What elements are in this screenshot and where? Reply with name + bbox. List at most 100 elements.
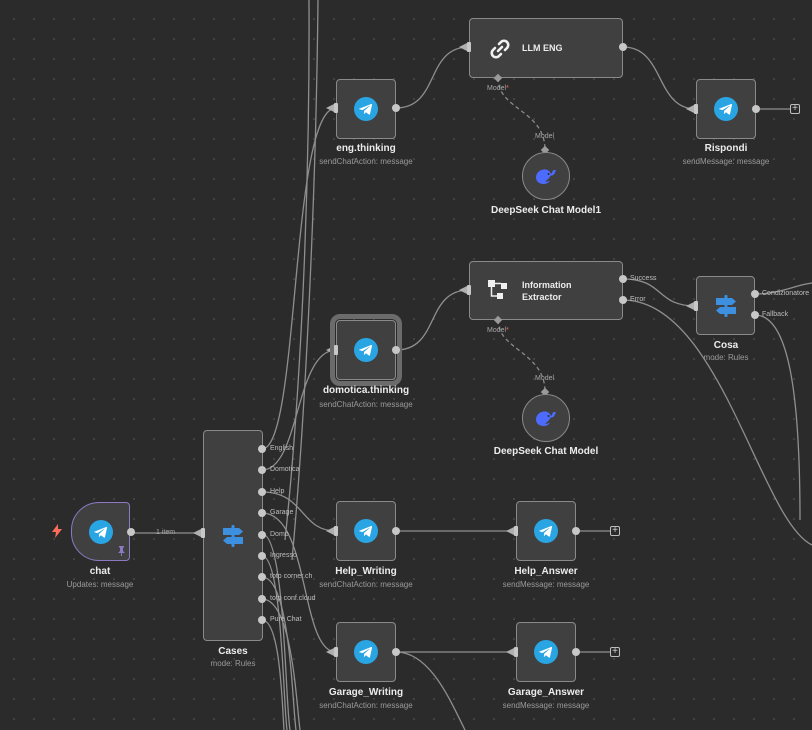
rispondi-input-port[interactable] bbox=[694, 104, 698, 114]
cosa-fallback-label: Fallback bbox=[762, 311, 789, 318]
cosa-input-port[interactable] bbox=[694, 301, 698, 311]
cases-output-port[interactable] bbox=[258, 552, 266, 560]
edge-help-helpwriting bbox=[261, 491, 337, 532]
cosa-condizionatore-port[interactable] bbox=[751, 290, 759, 298]
switch-icon bbox=[715, 294, 736, 317]
garage-answer-add-button[interactable]: + bbox=[610, 647, 620, 657]
help-answer-add-button[interactable]: + bbox=[610, 526, 620, 536]
edge-engthinking-llm bbox=[395, 46, 470, 109]
chat-title: chat bbox=[89, 566, 111, 577]
edge-success-cosa bbox=[622, 278, 697, 307]
garage-answer-output-port[interactable] bbox=[572, 648, 580, 656]
edge-offscreen-1 bbox=[284, 0, 310, 541]
help-answer-node[interactable] bbox=[516, 501, 576, 561]
garage-answer-subtitle: sendMessage: message bbox=[502, 701, 590, 710]
deepseek-node[interactable] bbox=[522, 394, 570, 442]
rispondi-output-port[interactable] bbox=[752, 105, 760, 113]
trigger-bolt-icon bbox=[52, 524, 62, 538]
help-writing-subtitle: sendChatAction: message bbox=[319, 580, 413, 589]
telegram-icon bbox=[88, 519, 113, 544]
edge-english-engthinking bbox=[261, 107, 337, 450]
telegram-icon bbox=[354, 338, 378, 362]
switch-icon bbox=[223, 524, 243, 547]
cosa-condizionatore-label: Condizionatore bbox=[762, 290, 810, 297]
domotica-thinking-input-port[interactable] bbox=[334, 345, 338, 355]
garage-writing-input-port[interactable] bbox=[334, 647, 338, 657]
extractor-success-port[interactable] bbox=[619, 275, 627, 283]
eng-thinking-title: eng.thinking bbox=[336, 143, 396, 154]
cosa-subtitle: mode: Rules bbox=[703, 353, 749, 362]
cases-output-port[interactable] bbox=[258, 616, 266, 624]
extractor-error-port[interactable] bbox=[619, 296, 627, 304]
deepseek-icon bbox=[536, 411, 556, 426]
edge-ingresso-out bbox=[261, 555, 288, 730]
deepseek-input-label: Model bbox=[535, 375, 555, 382]
garage-writing-node[interactable] bbox=[336, 622, 396, 682]
domotica-thinking-title: domotica.thinking bbox=[322, 385, 410, 396]
edge-condizionatore-out bbox=[754, 282, 812, 295]
telegram-icon bbox=[354, 640, 378, 664]
eng-thinking-node[interactable] bbox=[336, 79, 396, 139]
rispondi-node[interactable] bbox=[696, 79, 756, 139]
garage-answer-input-port[interactable] bbox=[514, 647, 518, 657]
cases-output-port[interactable] bbox=[258, 466, 266, 474]
eng-thinking-input-port[interactable] bbox=[334, 103, 338, 113]
extractor-error-label: Error bbox=[630, 296, 646, 303]
chat-output-port[interactable] bbox=[127, 528, 135, 536]
edge-fallback-out bbox=[754, 314, 801, 521]
llm-eng-input-port[interactable] bbox=[467, 42, 471, 52]
garage-answer-node[interactable] bbox=[516, 622, 576, 682]
garage-writing-output-port[interactable] bbox=[392, 648, 400, 656]
rispondi-add-button[interactable]: + bbox=[790, 104, 800, 114]
help-writing-input-port[interactable] bbox=[334, 526, 338, 536]
llm-eng-output-port[interactable] bbox=[619, 43, 627, 51]
deepseek1-node[interactable] bbox=[522, 152, 570, 200]
edge-error-out bbox=[622, 299, 812, 546]
edge-domotica-domthinking bbox=[261, 349, 337, 471]
edge-garage-garagewriting bbox=[261, 512, 337, 653]
help-writing-node[interactable] bbox=[336, 501, 396, 561]
cases-output-port[interactable] bbox=[258, 509, 266, 517]
llm-eng-node[interactable]: LLM ENG bbox=[469, 18, 623, 78]
telegram-icon bbox=[354, 97, 378, 121]
domotica-thinking-output-port[interactable] bbox=[392, 346, 400, 354]
eng-thinking-output-port[interactable] bbox=[392, 104, 400, 112]
help-answer-output-port[interactable] bbox=[572, 527, 580, 535]
garage-answer-title: Garage_Answer bbox=[507, 687, 585, 698]
cases-output-port[interactable] bbox=[258, 573, 266, 581]
edge-offscreen-2 bbox=[291, 0, 319, 561]
llm-eng-model-label: Model* bbox=[487, 85, 509, 92]
help-writing-title: Help_Writing bbox=[335, 566, 397, 577]
cases-output-port[interactable] bbox=[258, 445, 266, 453]
garage-writing-title: Garage_Writing bbox=[328, 687, 404, 698]
deepseek-icon bbox=[536, 169, 556, 184]
link-icon bbox=[490, 39, 510, 59]
help-answer-subtitle: sendMessage: message bbox=[502, 580, 590, 589]
cases-output-port[interactable] bbox=[258, 531, 266, 539]
rispondi-title: Rispondi bbox=[704, 143, 748, 154]
cases-output-port[interactable] bbox=[258, 595, 266, 603]
pin-icon[interactable] bbox=[117, 546, 126, 556]
cosa-node[interactable] bbox=[696, 276, 755, 335]
edge-extractor-deepseek bbox=[497, 319, 546, 393]
information-extractor-input-port[interactable] bbox=[467, 285, 471, 295]
domotica-thinking-subtitle: sendChatAction: message bbox=[319, 400, 413, 409]
cosa-fallback-port[interactable] bbox=[751, 311, 759, 319]
edge-domthinking-extractor bbox=[395, 289, 470, 351]
edge-garagewriting-down bbox=[395, 651, 466, 730]
help-writing-output-port[interactable] bbox=[392, 527, 400, 535]
edge-llm-rispondi bbox=[622, 46, 697, 110]
cases-output-port[interactable] bbox=[258, 488, 266, 496]
cases-input-port[interactable] bbox=[201, 528, 205, 538]
cases-output-label: totp conf.cloud bbox=[270, 595, 316, 602]
cosa-title: Cosa bbox=[713, 340, 739, 351]
help-answer-input-port[interactable] bbox=[514, 526, 518, 536]
cases-output-label: Help bbox=[270, 488, 285, 495]
information-extractor-node[interactable]: Information Extractor bbox=[469, 261, 623, 320]
edge-llm-deepseek1 bbox=[497, 77, 546, 151]
telegram-icon bbox=[714, 97, 738, 121]
edge-totpconf-out bbox=[261, 598, 301, 730]
cases-node[interactable] bbox=[203, 430, 263, 641]
deepseek-title: DeepSeek Chat Model bbox=[493, 446, 599, 457]
domotica-thinking-node[interactable] bbox=[330, 314, 402, 386]
